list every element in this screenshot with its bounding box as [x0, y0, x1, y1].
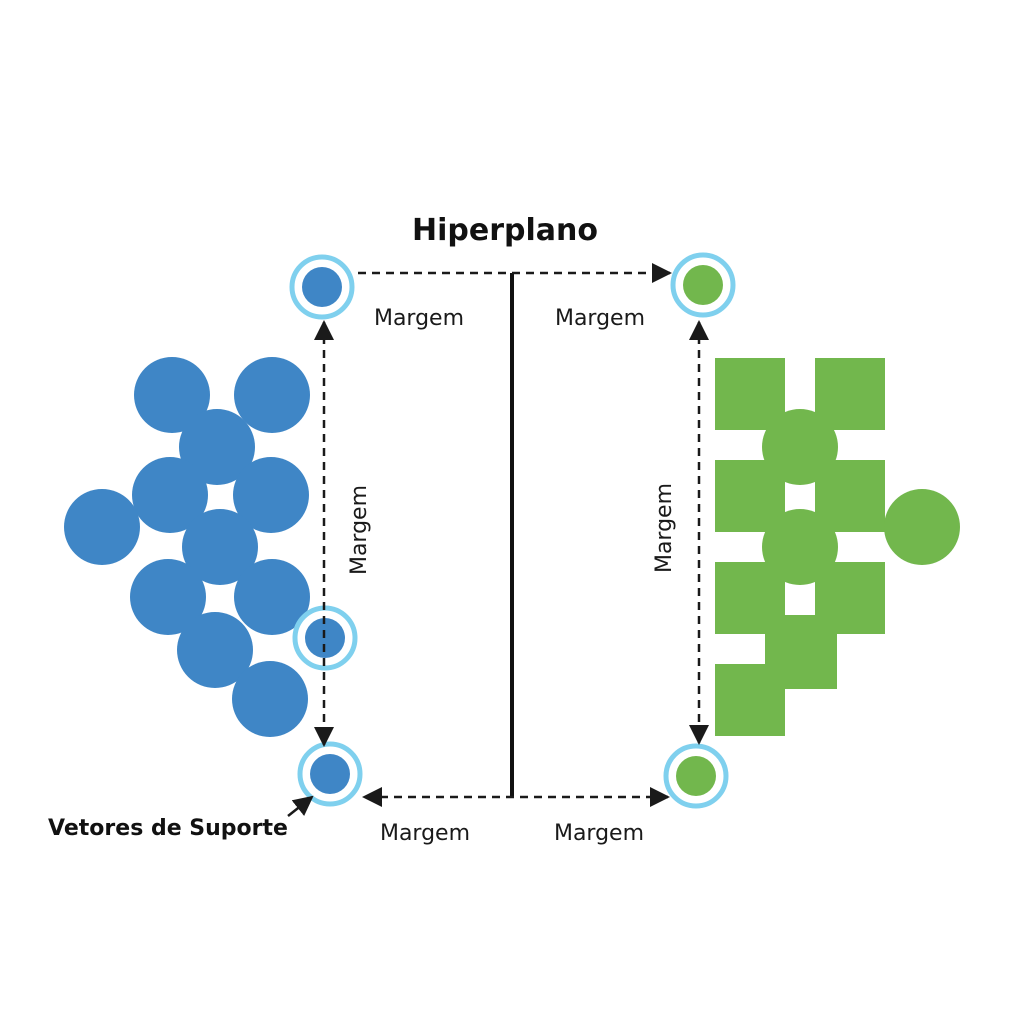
support-vector-blue-bottom: [297, 741, 363, 807]
class-a-point: [234, 559, 310, 635]
class-a-point: [234, 357, 310, 433]
class-b-points: [715, 358, 960, 736]
class-b-point: [884, 489, 960, 565]
class-a-points: [64, 357, 310, 737]
support-vectors-pointer: [287, 795, 314, 817]
class-a-point: [132, 457, 208, 533]
margin-label-bottom-left: Margem: [380, 821, 470, 846]
margin-label-top-right: Margem: [555, 306, 645, 331]
class-a-point: [233, 457, 309, 533]
support-vector-blue-top: [289, 254, 355, 320]
class-b-point: [762, 509, 838, 585]
class-a-point: [177, 612, 253, 688]
class-a-point: [232, 661, 308, 737]
class-a-point: [179, 409, 255, 485]
margin-label-top-left: Margem: [374, 306, 464, 331]
margin-arrows: [287, 263, 709, 817]
class-b-point: [815, 358, 885, 430]
class-b-point: [762, 409, 838, 485]
class-b-point: [715, 358, 785, 430]
support-vectors-label: Vetores de Suporte: [48, 816, 288, 841]
class-a-point: [130, 559, 206, 635]
class-b-point: [715, 664, 785, 736]
margin-label-bottom-right: Margem: [554, 821, 644, 846]
class-a-point: [182, 509, 258, 585]
support-vector-green-bottom: [663, 743, 729, 809]
margin-label-vertical-left: Margem: [347, 485, 372, 575]
class-a-point: [64, 489, 140, 565]
diagram-title: Hiperplano: [412, 213, 598, 248]
class-a-point: [134, 357, 210, 433]
support-vectors: [289, 252, 736, 809]
margin-label-vertical-right: Margem: [652, 483, 677, 573]
support-vector-green-top: [670, 252, 736, 318]
